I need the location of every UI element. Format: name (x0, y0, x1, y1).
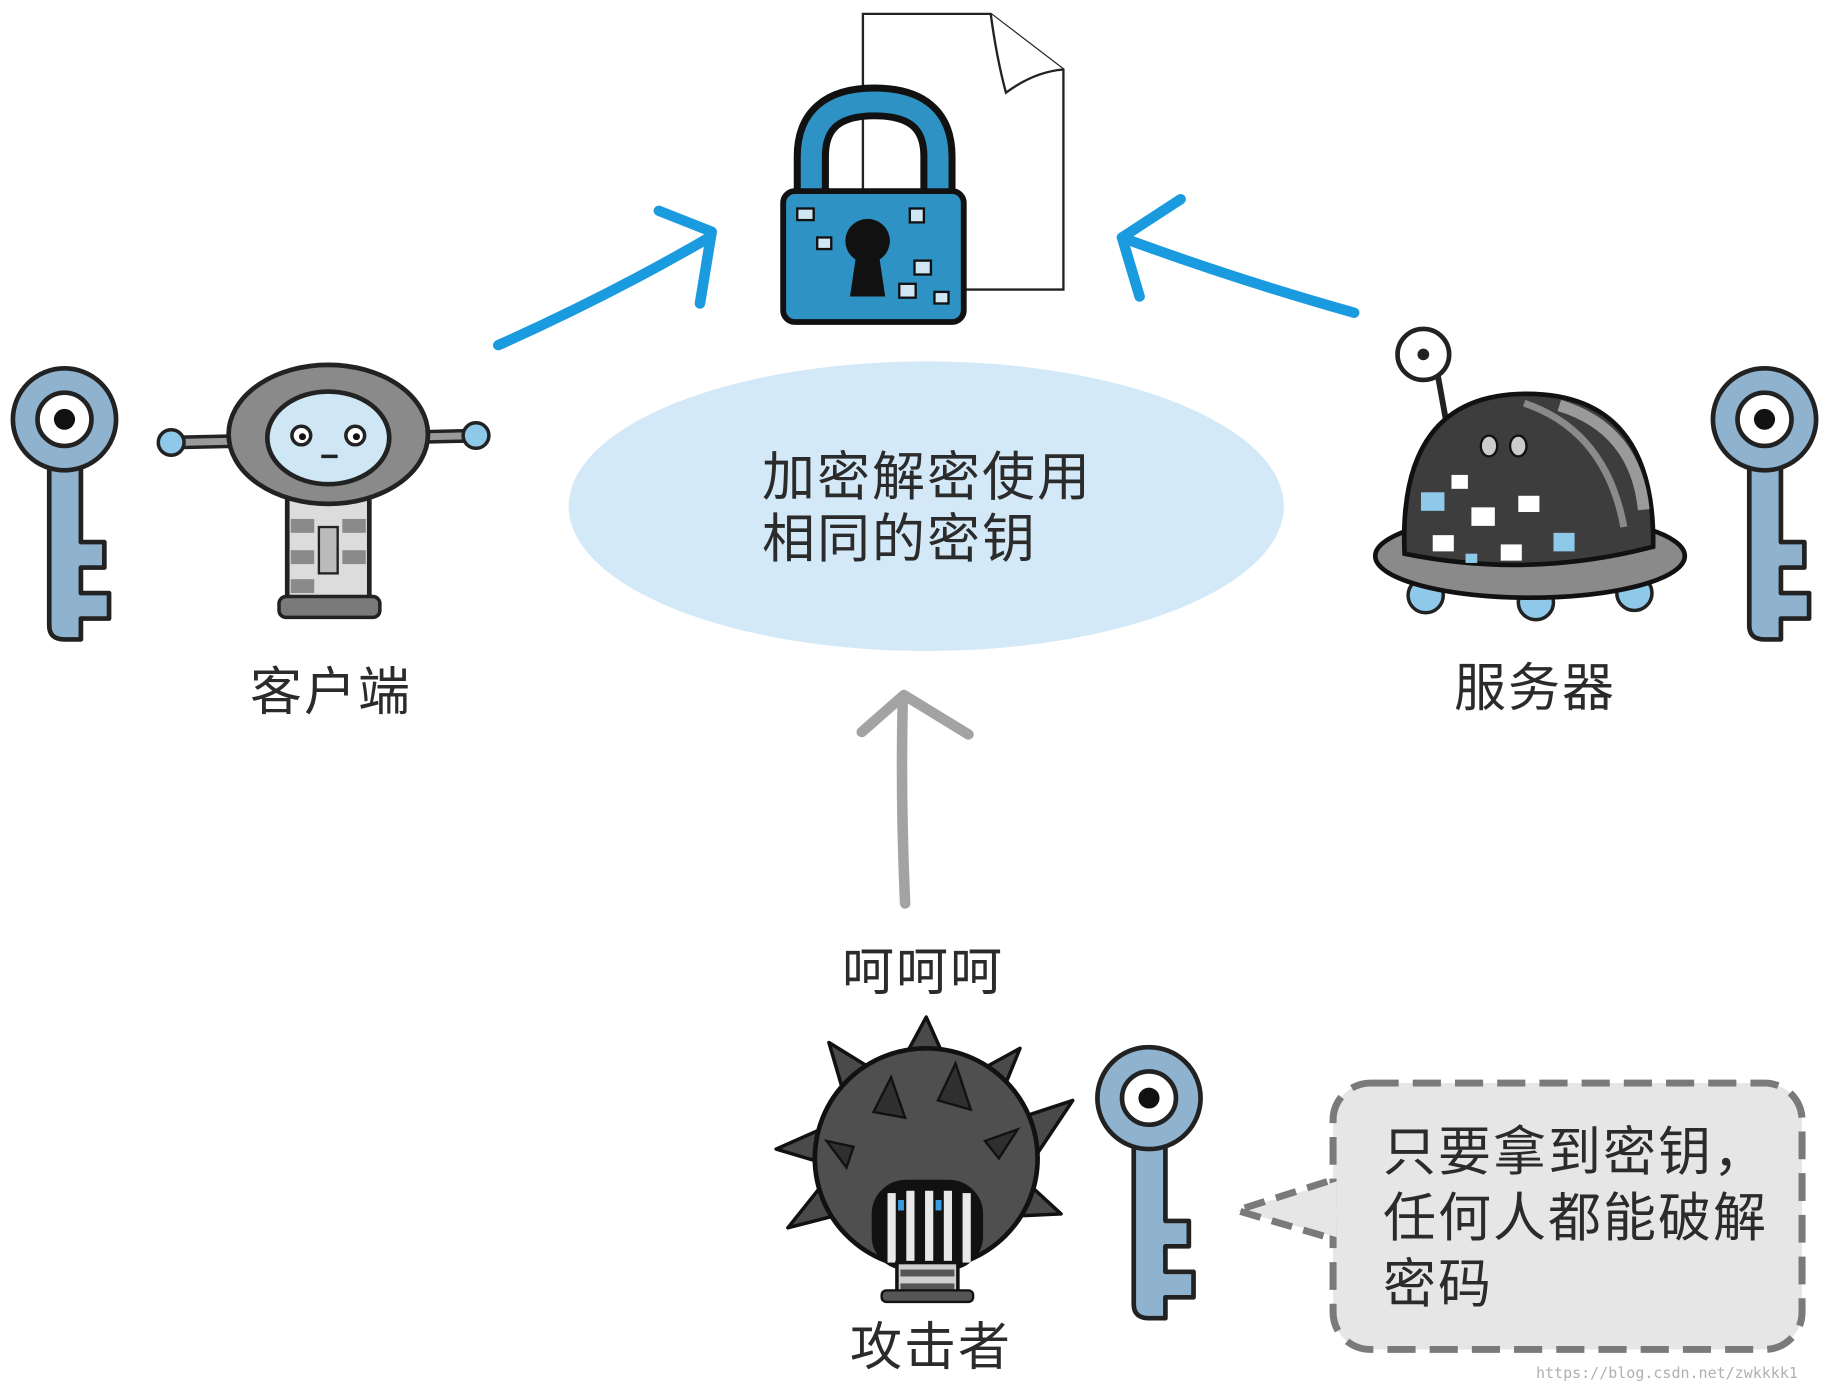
server-key-icon (1713, 368, 1816, 639)
attacker-label: 攻击者 (850, 1318, 1013, 1378)
bubble-line1: 只要拿到密钥， (1383, 1122, 1768, 1183)
shared-key-ellipse (568, 361, 1284, 651)
client-to-lock-arrow (493, 205, 717, 351)
attacker-to-key-arrow (856, 689, 974, 909)
attacker-icon (774, 1015, 1075, 1304)
attacker-key-icon (1097, 1047, 1200, 1318)
center-note-line1: 加密解密使用 (762, 447, 1092, 508)
server-robot-icon (1372, 326, 1688, 622)
client-label: 客户端 (250, 663, 413, 723)
client-key-icon (13, 368, 116, 639)
bubble-line3: 密码 (1383, 1254, 1493, 1315)
watermark: https://blog.csdn.net/zwkkkk1 (1536, 1364, 1798, 1382)
client-robot-icon (156, 362, 491, 620)
laugh-label: 呵呵呵 (842, 943, 1005, 1003)
server-label: 服务器 (1454, 659, 1617, 719)
padlock-icon (780, 84, 967, 325)
bubble-line2: 任何人都能破解 (1383, 1188, 1768, 1249)
center-note-line2: 相同的密钥 (762, 509, 1037, 570)
speech-bubble (1233, 1079, 1806, 1353)
server-to-lock-arrow (1116, 194, 1360, 318)
